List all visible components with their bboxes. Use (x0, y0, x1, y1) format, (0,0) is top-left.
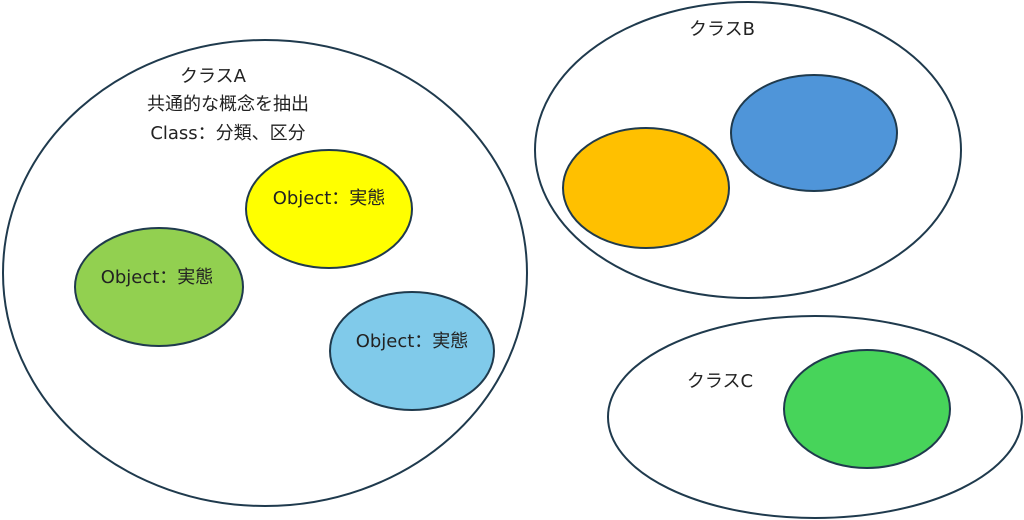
object-orange (562, 127, 730, 249)
class-b-title: クラスB (689, 19, 755, 40)
class-c-title: クラスC (687, 371, 753, 392)
object-blue (730, 74, 898, 192)
class-a-description: 共通的な概念を抽出 (147, 93, 309, 115)
object-lightblue-label: Object：実態 (356, 331, 469, 352)
object-green-c (783, 349, 951, 469)
class-a-title: クラスA (180, 66, 247, 87)
object-yellow (245, 149, 413, 269)
object-yellow-label: Object：実態 (273, 188, 386, 209)
object-green-label: Object：実態 (101, 267, 214, 288)
class-a-definition: Class：分類、区分 (150, 123, 305, 144)
object-lightblue (329, 291, 495, 411)
object-green (74, 227, 244, 347)
